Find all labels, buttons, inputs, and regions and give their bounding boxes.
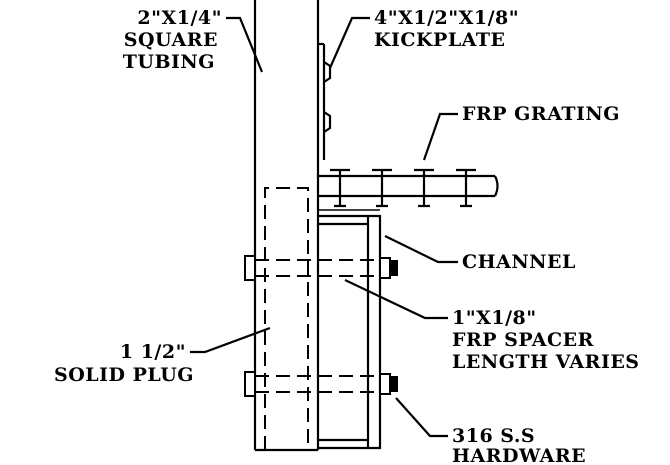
svg-text:LENGTH VARIES: LENGTH VARIES [452, 351, 640, 373]
label-channel: CHANNEL [462, 251, 576, 273]
frp-grating [318, 168, 499, 211]
solid-plug [264, 187, 309, 450]
label-kickplate: 4"X1/2"X1/8" KICKPLATE [374, 7, 519, 51]
label-hardware: 316 S.S HARDWARE [452, 425, 586, 465]
kickplate [318, 42, 332, 160]
lower-bolt [244, 371, 398, 397]
channel [318, 214, 382, 450]
svg-text:1"X1/8": 1"X1/8" [452, 307, 537, 329]
upper-bolt [244, 255, 398, 281]
svg-text:316 S.S: 316 S.S [452, 425, 535, 447]
svg-text:1 1/2": 1 1/2" [120, 341, 186, 363]
svg-text:SOLID PLUG: SOLID PLUG [54, 364, 194, 386]
label-frp-grating: FRP GRATING [462, 103, 620, 125]
svg-text:HARDWARE: HARDWARE [452, 445, 586, 465]
label-square-tubing: 2"X1/4" SQUARE TUBING [123, 7, 222, 73]
leader-lines [190, 16, 458, 438]
svg-text:4"X1/2"X1/8": 4"X1/2"X1/8" [374, 7, 519, 29]
label-frp-spacer: 1"X1/8" FRP SPACER LENGTH VARIES [452, 307, 640, 373]
svg-text:KICKPLATE: KICKPLATE [374, 29, 506, 51]
grating-bearing-bars [330, 168, 476, 208]
svg-text:2"X1/4": 2"X1/4" [137, 7, 222, 29]
svg-text:TUBING: TUBING [123, 51, 215, 73]
svg-text:SQUARE: SQUARE [124, 29, 218, 51]
svg-text:FRP SPACER: FRP SPACER [452, 329, 594, 351]
frp-spacer [318, 222, 368, 442]
label-solid-plug: 1 1/2" SOLID PLUG [54, 341, 194, 386]
